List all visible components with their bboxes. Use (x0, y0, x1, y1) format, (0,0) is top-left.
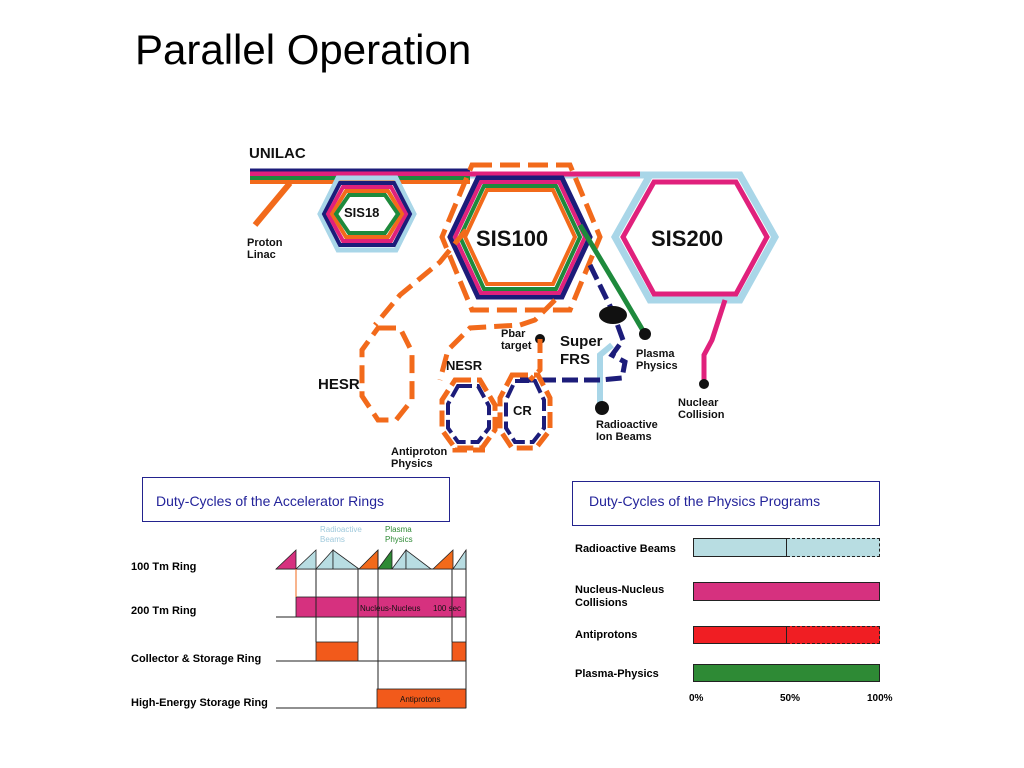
sis100-ring (439, 162, 603, 313)
accelerator-duty-cycles-heading-box (142, 477, 450, 522)
proton-linac-label-2: Linac (247, 249, 276, 261)
axis-tick-0: 0% (689, 693, 704, 704)
sis200-label: SIS200 (651, 226, 723, 251)
program-label-nucleus: Nucleus-Nucleus Collisions (575, 584, 665, 609)
pbar-target-label-1: Pbar (501, 328, 526, 340)
ring-label-collector-storage: Collector & Storage Ring (131, 653, 262, 665)
ring-label-200tm: 200 Tm Ring (131, 605, 197, 617)
program-label-antiprotons: Antiprotons (575, 629, 638, 641)
radioactive-beam-line (597, 342, 614, 405)
physics-duty-cycles-heading: Duty-Cycles of the Physics Programs (589, 493, 821, 509)
nuclear-collision-target (699, 379, 709, 389)
hesr-label: HESR (318, 376, 360, 393)
plasma-physics-label-1: Plasma (636, 348, 675, 360)
nucleus-nucleus-label: Nucleus-Nucleus (360, 604, 420, 613)
sis200-ring (610, 171, 780, 304)
sis18-ring (317, 175, 417, 253)
plasma-physics-line (577, 223, 648, 336)
program-bar-remainder (787, 538, 880, 557)
accelerator-duty-cycles-heading: Duty-Cycles of the Accelerator Rings (156, 493, 384, 509)
program-label-radioactive: Radioactive Beams (575, 543, 676, 555)
program-bar (693, 582, 880, 601)
cr-ring-inner (504, 379, 546, 444)
nesr-label: NESR (446, 358, 483, 373)
hesr-transfer-line (373, 228, 468, 327)
proton-linac-label-1: Proton (247, 237, 283, 249)
antiproton-line (437, 298, 557, 381)
time-label: 100 sec (433, 604, 461, 613)
sis18-label: SIS18 (344, 205, 379, 220)
hesr-ring (359, 325, 415, 423)
antiproton-physics-line (452, 447, 485, 453)
physics-duty-cycles-heading-box (572, 481, 880, 526)
program-bar-remainder (787, 626, 880, 644)
proton-linac-line (252, 181, 293, 227)
pbar-target-line (528, 339, 543, 382)
antiproton-physics-label-1: Antiproton (391, 446, 447, 458)
program-bar (693, 664, 880, 682)
sis100-label: SIS100 (476, 226, 548, 251)
ring-timing-diagram (274, 548, 467, 709)
cr-label: CR (513, 403, 532, 418)
cr-ring (497, 372, 553, 451)
program-label-plasma: Plasma-Physics (575, 668, 659, 680)
page-title: Parallel Operation (135, 26, 472, 73)
axis-tick-50: 50% (780, 693, 801, 704)
radioactive-ion-beams-label-2: Ion Beams (596, 431, 652, 443)
unilac-label: UNILAC (249, 145, 306, 162)
program-bar (693, 538, 787, 557)
pbar-target-label-2: target (501, 340, 532, 352)
super-frs-label-2: FRS (560, 351, 590, 368)
antiprotons-bar-label: Antiprotons (400, 695, 440, 704)
program-bar (693, 626, 787, 644)
super-frs-magnet (599, 306, 627, 324)
radioactive-ion-beams-target (595, 401, 609, 415)
nuclear-collision-label-1: Nuclear (678, 397, 719, 409)
legend-radioactive-2: Beams (320, 535, 345, 544)
ring-label-high-energy-storage: High-Energy Storage Ring (131, 697, 268, 709)
super-frs-label-1: Super (560, 333, 603, 350)
radioactive-ion-beams-label-1: Radioactive (596, 419, 658, 431)
plasma-physics-label-2: Physics (636, 360, 678, 372)
nuclear-collision-line (701, 299, 728, 384)
nesr-ring-inner (446, 384, 491, 444)
legend-plasma-1: Plasma (385, 525, 412, 534)
legend-plasma-2: Physics (385, 535, 413, 544)
legend-radioactive-1: Radioactive (320, 525, 362, 534)
nuclear-collision-label-2: Collision (678, 409, 725, 421)
axis-tick-100: 100% (867, 693, 893, 704)
ring-label-100tm: 100 Tm Ring (131, 561, 197, 573)
plasma-physics-target (639, 328, 651, 340)
antiproton-physics-label-2: Physics (391, 458, 433, 470)
